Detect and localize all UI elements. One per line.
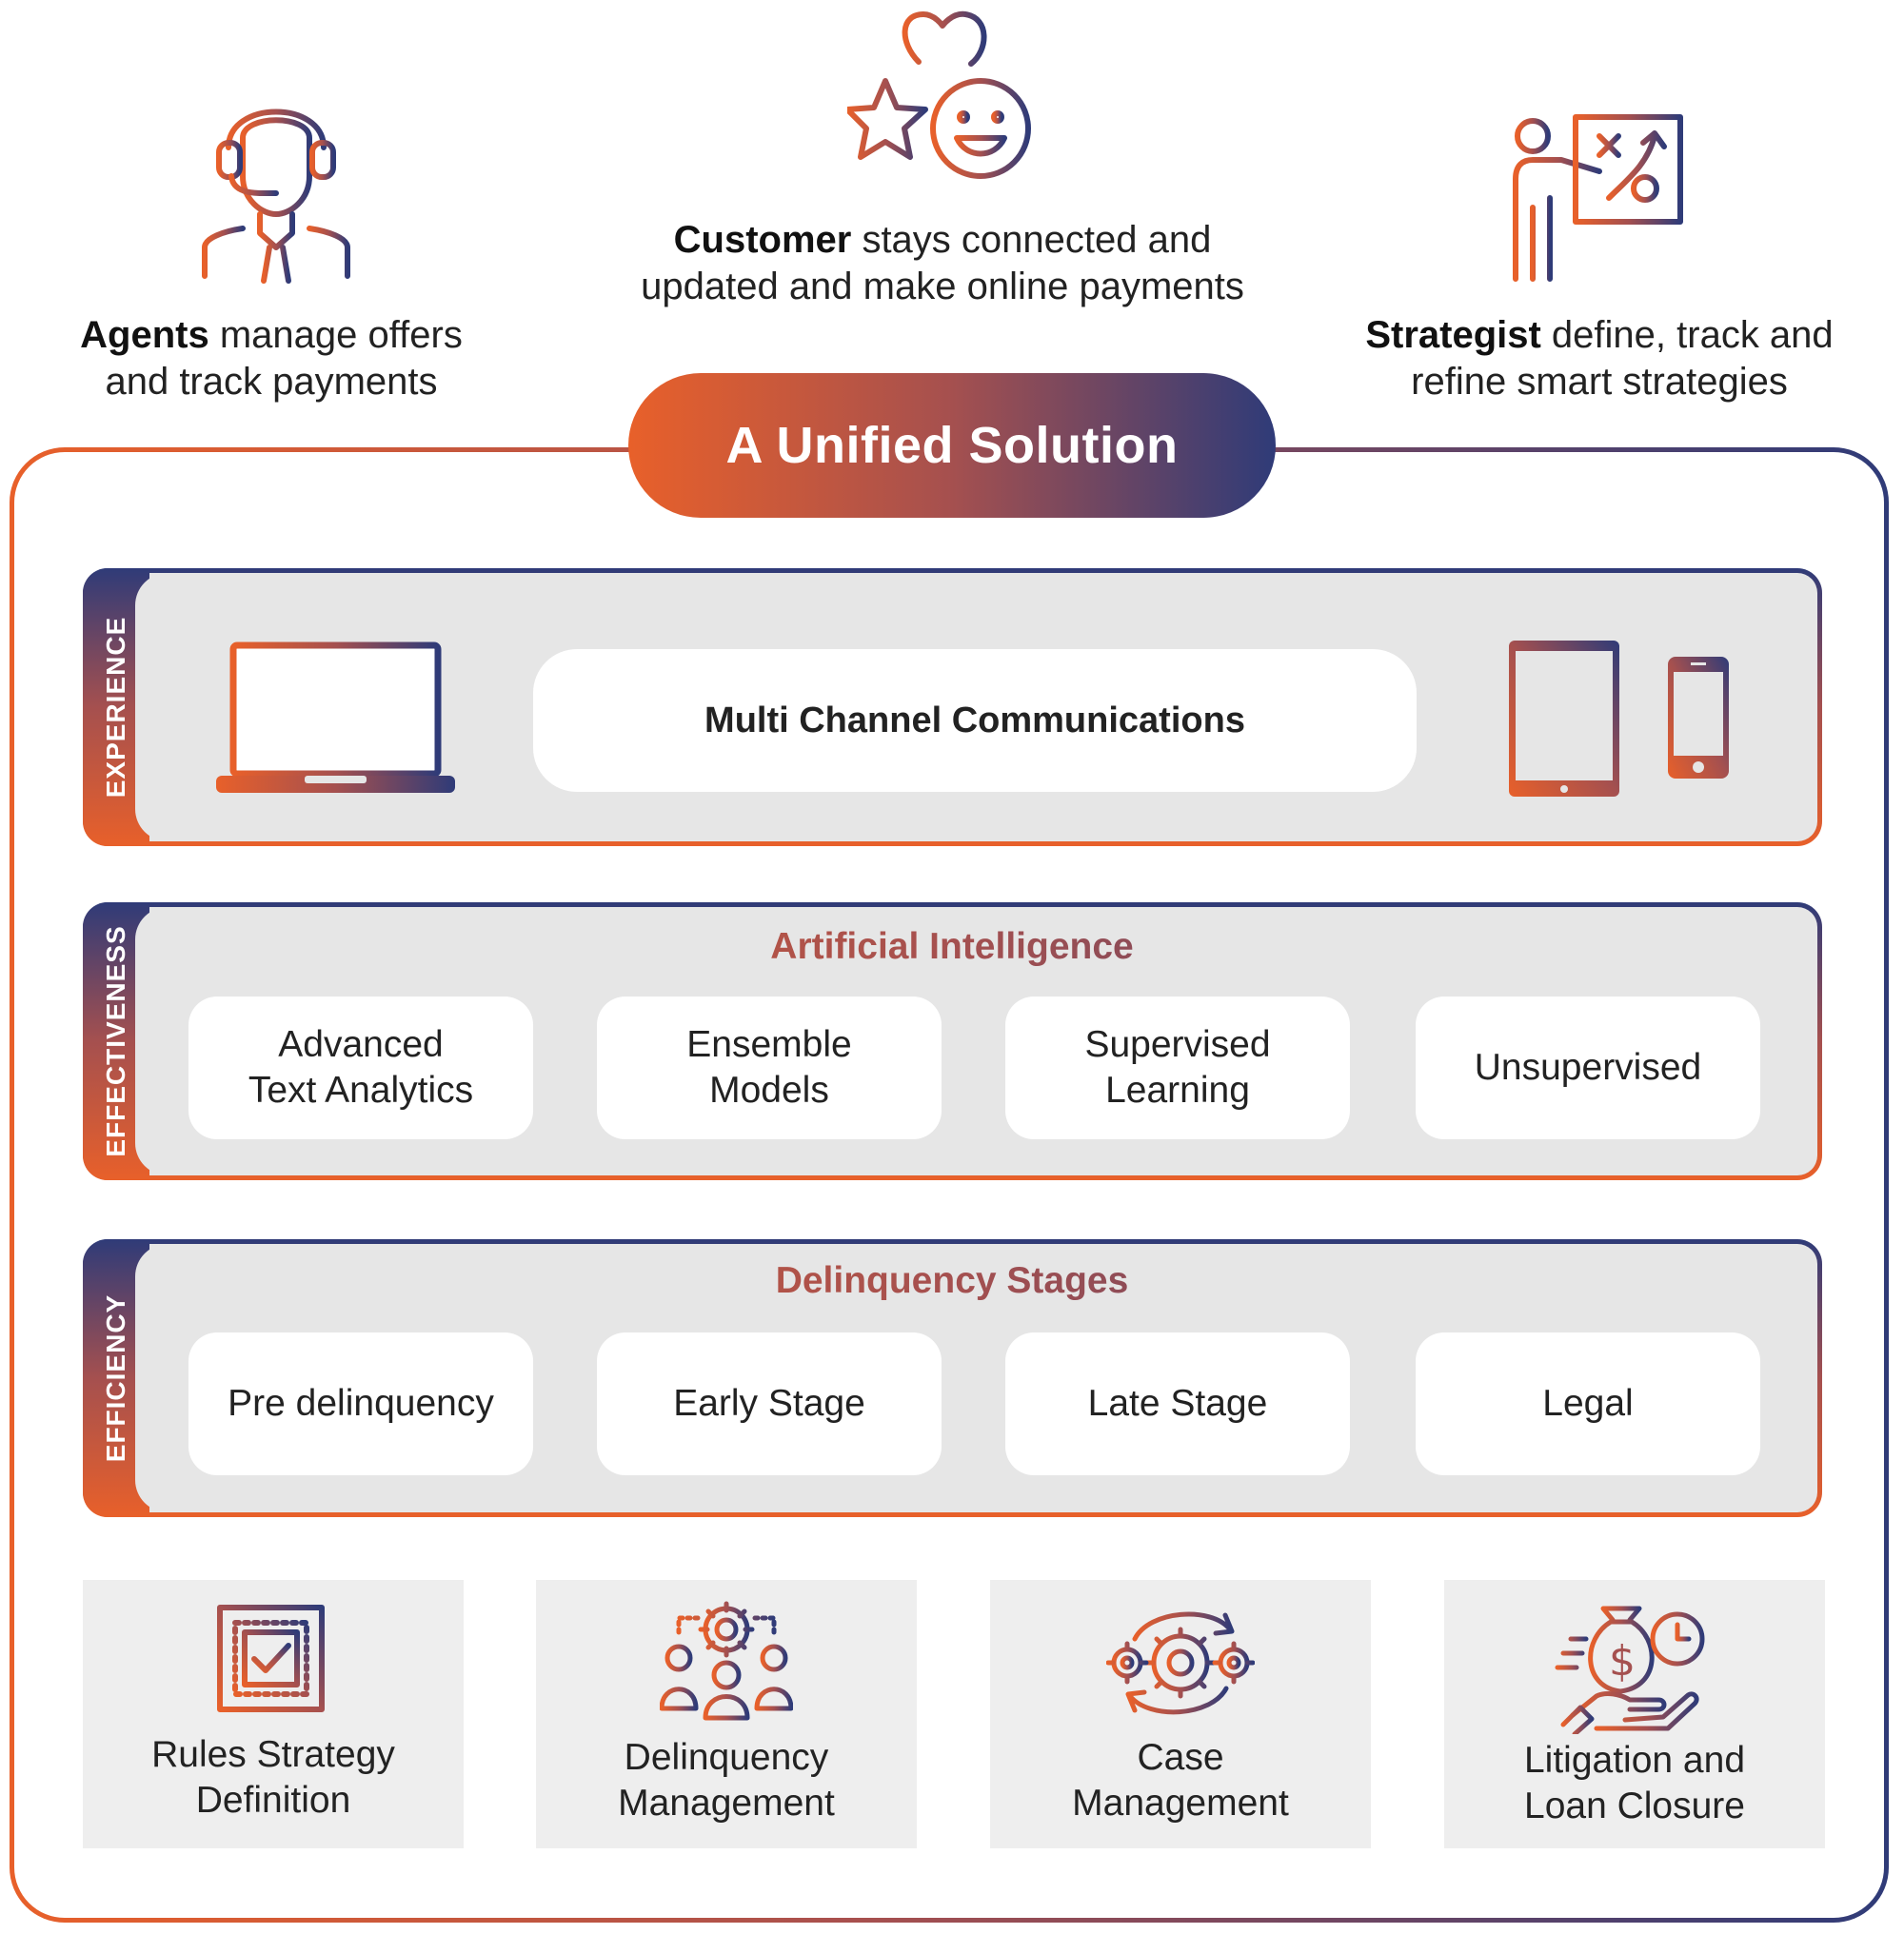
pre-delinquency-card: Pre delinquency bbox=[188, 1332, 533, 1475]
card-line: Supervised bbox=[1084, 1024, 1271, 1065]
agent-headset-icon bbox=[202, 109, 350, 284]
agents-text-1: manage offers bbox=[208, 314, 463, 356]
late-stage-card: Late Stage bbox=[1005, 1332, 1350, 1475]
money-bag-hand-icon: $ bbox=[1555, 1606, 1705, 1734]
unified-solution-banner: A Unified Solution bbox=[628, 373, 1276, 518]
module-line: Management bbox=[1072, 1783, 1289, 1824]
module-line: Management bbox=[618, 1783, 835, 1824]
team-gear-icon bbox=[660, 1601, 793, 1721]
card-line: Learning bbox=[1105, 1070, 1250, 1111]
module-line: Case bbox=[1137, 1737, 1224, 1778]
svg-text:$: $ bbox=[1609, 1637, 1636, 1686]
strategist-board-icon bbox=[1513, 114, 1683, 282]
customer-text-1: stays connected and bbox=[851, 219, 1212, 261]
gears-cycle-icon bbox=[1106, 1611, 1255, 1715]
delinquency-stages-title: Delinquency Stages bbox=[0, 1260, 1904, 1302]
early-stage-card: Early Stage bbox=[597, 1332, 942, 1475]
customer-label: Customer bbox=[673, 219, 852, 261]
strategist-caption: Strategist define, track and refine smar… bbox=[1342, 312, 1856, 405]
module-line: Delinquency bbox=[624, 1737, 829, 1778]
customer-caption: Customer stays connected and updated and… bbox=[609, 217, 1276, 310]
module-line: Definition bbox=[195, 1780, 351, 1821]
strategist-text-1: define, track and bbox=[1540, 314, 1834, 356]
module-line: Rules Strategy bbox=[151, 1734, 395, 1775]
card-line: Models bbox=[709, 1070, 829, 1111]
tablet-icon bbox=[1509, 641, 1619, 797]
laptop-icon bbox=[216, 641, 455, 793]
customer-heart-star-smiley-icon bbox=[847, 10, 1031, 179]
agents-label: Agents bbox=[80, 314, 209, 356]
card-line: Unsupervised bbox=[1474, 1047, 1702, 1088]
module-line: Litigation and bbox=[1523, 1740, 1746, 1781]
smartphone-icon bbox=[1668, 657, 1729, 779]
card-line: Ensemble bbox=[686, 1024, 852, 1065]
strategist-label: Strategist bbox=[1365, 314, 1541, 356]
agents-text-2: and track payments bbox=[105, 361, 438, 403]
multi-channel-card: Multi Channel Communications bbox=[533, 649, 1417, 792]
artificial-intelligence-title: Artificial Intelligence bbox=[0, 926, 1904, 968]
experience-tab-label: EXPERIENCE bbox=[101, 616, 130, 799]
strategist-text-2: refine smart strategies bbox=[1411, 361, 1788, 403]
module-line: Loan Closure bbox=[1524, 1786, 1745, 1826]
card-line: Advanced bbox=[278, 1024, 444, 1065]
checklist-icon bbox=[217, 1605, 325, 1712]
customer-text-2: updated and make online payments bbox=[641, 266, 1244, 307]
legal-card: Legal bbox=[1416, 1332, 1760, 1475]
experience-tab-cover bbox=[135, 573, 211, 841]
agents-caption: Agents manage offers and track payments bbox=[67, 312, 476, 405]
card-line: Text Analytics bbox=[248, 1070, 474, 1111]
unsupervised-card: Unsupervised bbox=[1416, 997, 1760, 1139]
